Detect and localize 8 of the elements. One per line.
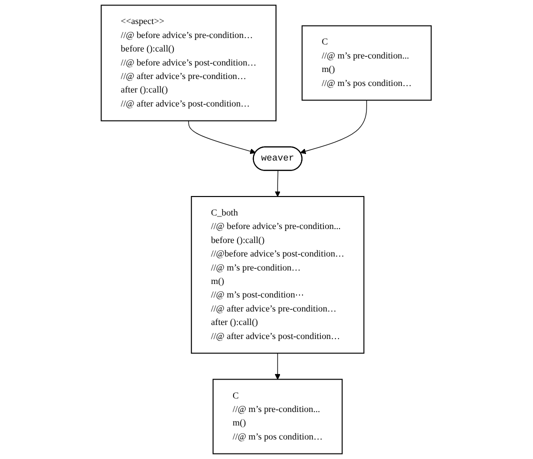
arrow — [300, 100, 368, 154]
arrow — [275, 352, 281, 380]
arrow — [188, 120, 256, 154]
node-box: C //@ m’s pre-condition... m() //@ m’s pos condition… — [212, 378, 343, 454]
node-box: C_both //@ before advice’s pre-condition... before ():call() //@before advice’s post-condition… //@ m’s pre-condition… m() //@ m’s post-condition⋯ //@ after advice’s pre-condition… after ():call() //@ after advice’s post-condition… — [191, 196, 365, 354]
node-box: <<aspect>> //@ before advice’s pre-condition… before ():call() //@ before advice’s post-condition… //@ after advice’s pre-condition… after ():call() //@ after advice’s post-condition… — [101, 4, 277, 122]
arrow — [275, 170, 281, 197]
node-box: C //@ m’s pre-condition... m() //@ m’s pos condition… — [302, 25, 432, 101]
